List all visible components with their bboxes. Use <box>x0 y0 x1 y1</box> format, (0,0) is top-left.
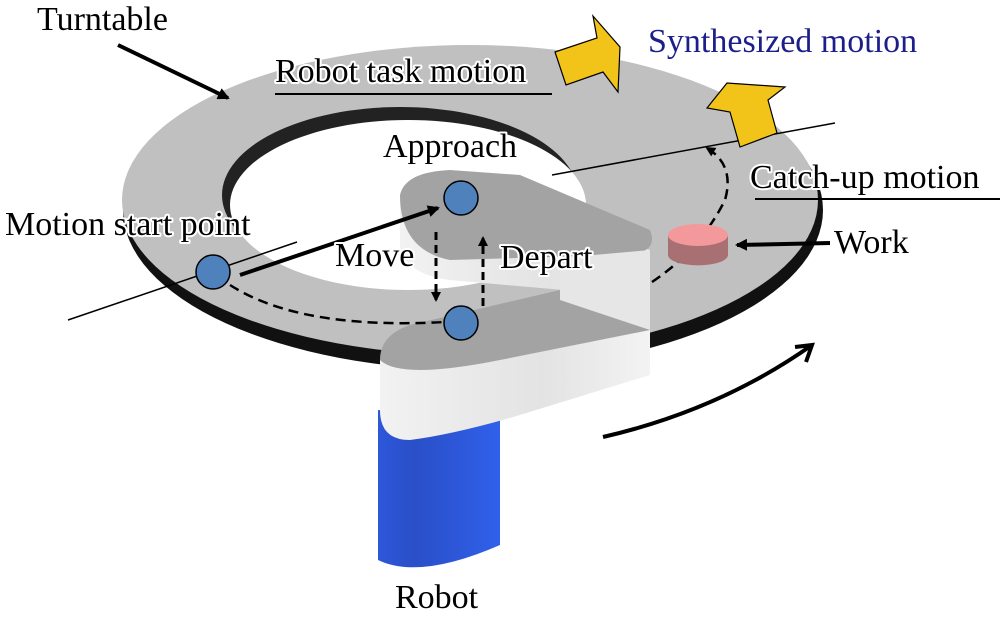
rotation-arrow <box>602 343 814 439</box>
synthesized-arrow-right <box>554 13 621 94</box>
synthesized-arrow-up <box>705 82 787 148</box>
waypoint-work <box>443 305 479 341</box>
move-arrow <box>239 205 440 277</box>
label-approach: Approach <box>383 128 517 165</box>
work-piece <box>668 224 728 266</box>
waypoint-motion-start <box>195 254 231 290</box>
label-robot: Robot <box>395 579 479 616</box>
reference-line-left <box>67 241 298 321</box>
waypoint-approach <box>443 180 479 216</box>
robot-base <box>378 410 500 568</box>
reference-line-right <box>551 122 836 176</box>
work-pointer-arrow <box>735 238 831 251</box>
robot-lower-arm <box>380 290 650 440</box>
label-catch-up-motion: Catch-up motion <box>750 159 979 196</box>
label-depart: Depart <box>500 239 593 276</box>
label-move: Move <box>335 237 414 274</box>
label-turntable: Turntable <box>37 1 168 38</box>
label-synthesized-motion: Synthesized motion <box>648 23 917 60</box>
rotation-arrowhead <box>794 342 815 363</box>
label-robot-task-motion: Robot task motion <box>275 53 526 90</box>
turntable-pointer-arrow <box>117 43 230 100</box>
label-work: Work <box>834 224 909 261</box>
dashed-path-task <box>229 283 446 325</box>
label-motion-start-point: Motion start point <box>5 206 251 243</box>
dashed-path-catch-up <box>651 146 729 284</box>
